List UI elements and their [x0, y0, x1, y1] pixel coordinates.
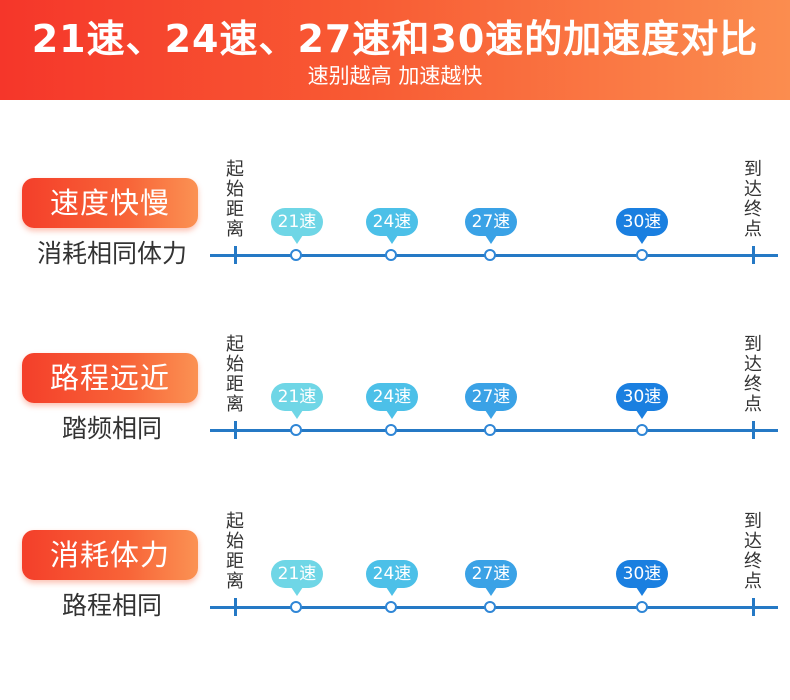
finish-label: 到达终点	[744, 511, 762, 592]
start-tick	[234, 421, 237, 439]
comparison-section: 路程远近踏频相同 起始距离 到达终点 21速 24速 27速 30速	[0, 325, 790, 495]
start-distance-label: 起始距离	[226, 511, 244, 592]
finish-tick	[752, 598, 755, 616]
speed-position-dot	[484, 601, 496, 613]
section-description: 路程相同	[61, 591, 162, 620]
speed-position-dot	[290, 424, 302, 436]
speed-position-dot	[636, 601, 648, 613]
speed-marker-label: 30速	[616, 383, 668, 419]
finish-tick	[752, 421, 755, 439]
speed-position-dot	[484, 249, 496, 261]
comparison-section: 速度快慢消耗相同体力 起始距离 到达终点 21速 24速 27速 30速	[0, 150, 790, 320]
finish-label: 到达终点	[744, 334, 762, 415]
page-title: 21速、24速、27速和30速的加速度对比	[31, 17, 759, 61]
speed-position-dot	[385, 601, 397, 613]
start-distance-label: 起始距离	[226, 334, 244, 415]
finish-tick	[752, 246, 755, 264]
speed-marker-label: 21速	[271, 560, 323, 596]
section-title-badge: 速度快慢	[22, 178, 198, 228]
section-title-badge: 消耗体力	[22, 530, 198, 580]
speed-marker-label: 30速	[616, 560, 668, 596]
section-title-badge: 路程远近	[22, 353, 198, 403]
start-distance-label: 起始距离	[226, 159, 244, 240]
section-description: 踏频相同	[61, 414, 162, 443]
speed-marker-label: 24速	[366, 383, 418, 419]
speed-position-dot	[290, 249, 302, 261]
start-tick	[234, 246, 237, 264]
speed-marker-label: 21速	[271, 383, 323, 419]
speed-position-dot	[385, 249, 397, 261]
comparison-section: 消耗体力路程相同 起始距离 到达终点 21速 24速 27速 30速	[0, 502, 790, 672]
speed-marker-label: 24速	[366, 560, 418, 596]
speed-marker-label: 21速	[271, 208, 323, 244]
speed-marker-label: 27速	[465, 560, 517, 596]
speed-position-dot	[484, 424, 496, 436]
start-tick	[234, 598, 237, 616]
speed-marker-label: 27速	[465, 383, 517, 419]
section-description: 消耗相同体力	[36, 239, 187, 268]
speed-marker-label: 30速	[616, 208, 668, 244]
speed-position-dot	[385, 424, 397, 436]
finish-label: 到达终点	[744, 159, 762, 240]
speed-marker-label: 24速	[366, 208, 418, 244]
speed-marker-label: 27速	[465, 208, 517, 244]
header-banner: 21速、24速、27速和30速的加速度对比 速别越高 加速越快	[0, 0, 790, 100]
speed-position-dot	[290, 601, 302, 613]
page-subtitle: 速别越高 加速越快	[307, 64, 483, 88]
speed-position-dot	[636, 249, 648, 261]
speed-position-dot	[636, 424, 648, 436]
